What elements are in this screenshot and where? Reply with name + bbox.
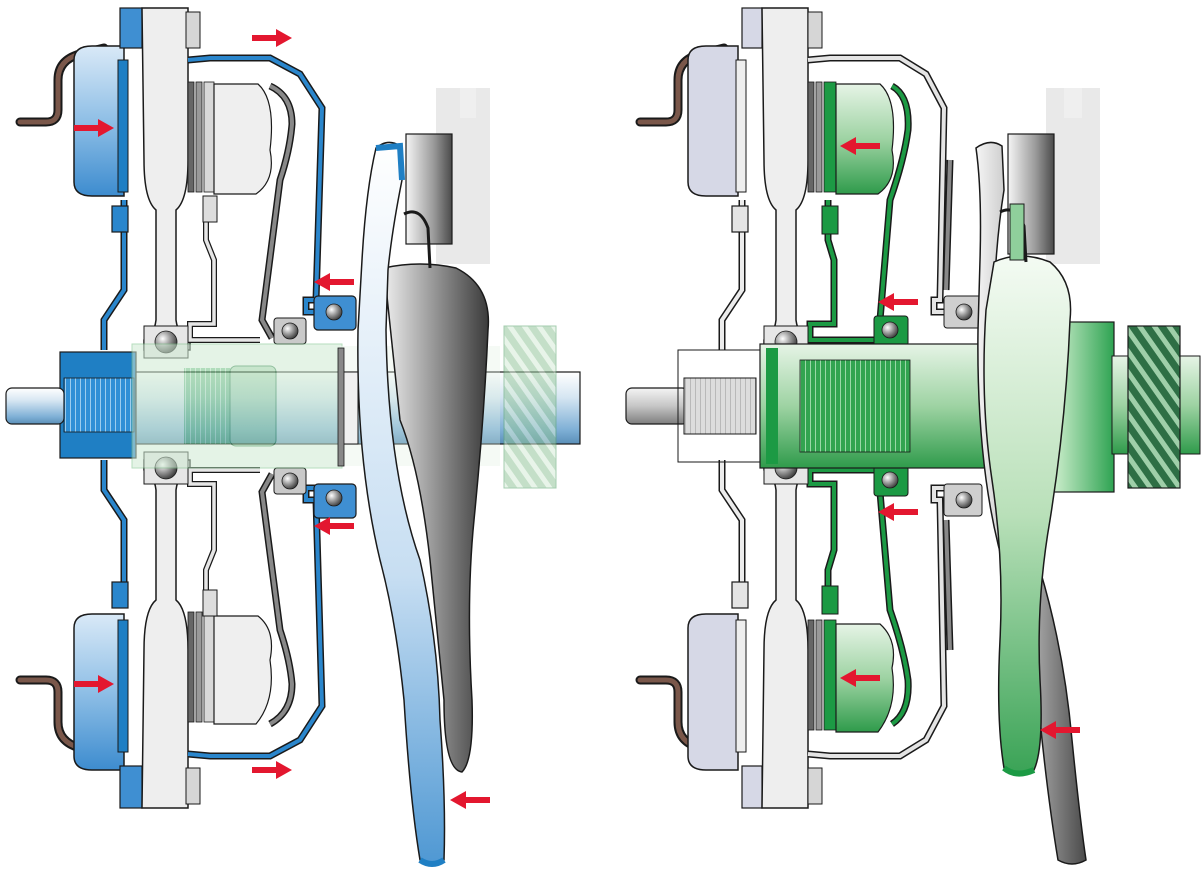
shaft-stub-left xyxy=(625,387,689,425)
shaft-stub-left xyxy=(5,387,65,425)
ball-bearing-icon xyxy=(881,471,899,489)
ball-bearing-icon xyxy=(955,491,973,509)
green-release-lever xyxy=(983,255,1072,775)
grey-release-lever xyxy=(383,263,490,773)
grey-bearing-top xyxy=(943,295,983,329)
force-arrow-icon xyxy=(252,29,292,47)
force-arrow-icon xyxy=(450,791,490,809)
grey-bearing-bottom xyxy=(943,483,983,517)
central-plate xyxy=(761,7,811,351)
outer-plate-top xyxy=(687,45,739,197)
friction-disc-stack-bottom xyxy=(807,619,895,733)
panel-right-clutch-2 xyxy=(625,7,1201,865)
release-bearing-top xyxy=(873,315,909,347)
ball-bearing-icon xyxy=(325,489,343,507)
ball-bearing-icon xyxy=(281,472,299,490)
release-bearing-bottom xyxy=(313,483,357,519)
ball-bearing-icon xyxy=(881,321,899,339)
grey-bearing-top xyxy=(273,317,307,345)
ball-bearing-icon xyxy=(325,303,343,321)
ball-bearing-icon xyxy=(281,322,299,340)
grey-bearing-bottom xyxy=(273,467,307,495)
friction-disc-stack-bottom xyxy=(187,611,273,725)
force-arrow-icon xyxy=(252,761,292,779)
ball-bearing-icon xyxy=(955,303,973,321)
outer-plate-bottom xyxy=(687,613,739,771)
release-bearing-top xyxy=(313,295,357,331)
input-shaft-outer-blue xyxy=(59,351,137,459)
gear-green xyxy=(1127,325,1181,489)
central-plate xyxy=(141,7,191,351)
panel-left-clutch-1 xyxy=(5,7,581,867)
release-bearing-bottom xyxy=(873,465,909,497)
friction-disc-stack-top xyxy=(187,81,273,195)
friction-disc-stack-top xyxy=(807,81,895,195)
